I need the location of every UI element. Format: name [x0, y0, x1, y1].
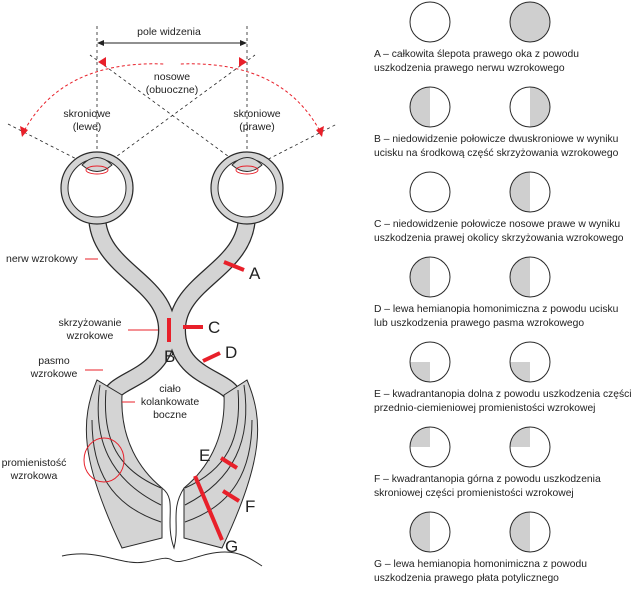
lesion-letter-a: A	[249, 264, 261, 283]
lesion-letter-f: F	[245, 497, 255, 516]
temporal-left-sub-label: (lewe)	[73, 121, 102, 133]
lesion-letter-c: C	[208, 318, 220, 337]
field-row-f: F – kwadrantanopia górna z powodu uszkod…	[374, 426, 601, 499]
tract-label: pasmo	[38, 355, 70, 367]
field-right-eye-g	[509, 511, 551, 553]
field-right-eye-b	[509, 86, 551, 128]
radiation-highlight	[83, 437, 125, 483]
eye-left	[60, 151, 134, 225]
arc-arrow-right-icon	[316, 126, 324, 137]
chiasm-sub-label: wzrokowe	[66, 330, 114, 342]
field-desc-line2-b: ucisku na środkową część skrzyżowania wz…	[374, 148, 619, 159]
lesion-letter-g: G	[225, 537, 238, 556]
lgn-label-2: kolankowate	[141, 396, 200, 408]
lesion-letter-d: D	[225, 343, 237, 362]
field-desc-line2-e: przednio-ciemieniowej promienistości wzr…	[374, 403, 595, 414]
optic-radiation-left	[85, 379, 163, 549]
field-desc-line1-a: A – całkowita ślepota prawego oka z powo…	[374, 49, 579, 60]
optic-pathway	[88, 206, 256, 409]
temporal-right-label: skroniowe	[233, 108, 280, 120]
field-row-d: D – lewa hemianopia homonimiczna z powod…	[374, 256, 619, 329]
arc-arrow-nasal-right-icon	[239, 57, 247, 67]
radiation-label: promienistość	[2, 457, 67, 469]
field-desc-line2-d: lub uszkodzenia prawego pasma wzrokowego	[374, 318, 584, 329]
lgn-label-3: boczne	[153, 409, 187, 421]
field-left-eye-e	[409, 341, 451, 383]
field-row-b: B – niedowidzenie połowicze dwuskroniowe…	[374, 86, 619, 159]
field-desc-line1-c: C – niedowidzenie połowicze nosowe prawe…	[374, 219, 620, 230]
tract-sub-label: wzrokowe	[30, 368, 78, 380]
nasal-sub-label: (obuoczne)	[146, 84, 199, 96]
field-desc-line1-e: E – kwadrantanopia dolna z powodu uszkod…	[374, 389, 632, 400]
arc-arrow-nasal-left-icon	[98, 57, 106, 67]
field-desc-line2-a: uszkodzenia prawego nerwu wzrokowego	[374, 63, 565, 74]
lesion-mark-e	[219, 456, 239, 470]
eye-right	[210, 151, 284, 225]
field-right-eye-f	[509, 426, 551, 468]
occipital-contour	[61, 551, 263, 567]
field-left-eye-b	[409, 86, 451, 128]
field-desc-line2-g: uszkodzenia prawego płata potylicznego	[374, 573, 559, 584]
field-row-a: A – całkowita ślepota prawego oka z powo…	[374, 1, 579, 74]
lesion-mark-a	[223, 260, 245, 272]
chiasm-label: skrzyżowanie	[58, 317, 121, 329]
lesion-letter-e: E	[199, 446, 210, 465]
field-right-eye-d	[509, 256, 551, 298]
radiation-sub-label: wzrokowa	[10, 470, 58, 482]
field-row-g: G – lewa hemianopia homonimiczna z powod…	[374, 511, 587, 584]
temporal-left-label: skroniowe	[63, 108, 110, 120]
visual-field-label: pole widzenia	[137, 26, 201, 38]
lesion-markers	[167, 260, 245, 541]
temporal-right-sub-label: (prawe)	[239, 121, 275, 133]
field-desc-line1-b: B – niedowidzenie połowicze dwuskroniowe…	[374, 134, 619, 145]
lgn-label: ciało	[159, 383, 181, 395]
optic-nerve-label: nerw wzrokowy	[6, 253, 79, 265]
field-desc-line2-f: skroniowej części promienistości wzrokow…	[374, 488, 574, 499]
visual-field-bracket	[96, 26, 248, 165]
lesion-mark-f	[221, 489, 241, 503]
field-left-eye-d	[409, 256, 451, 298]
lesion-letter-b: B	[164, 347, 175, 366]
field-arc	[21, 63, 323, 136]
occipital-fissure	[161, 487, 185, 550]
field-right-eye-a	[509, 1, 551, 43]
nasal-label: nosowe	[154, 71, 190, 83]
arc-arrow-left-icon	[20, 126, 28, 137]
field-right-eye-e	[509, 341, 551, 383]
field-desc-line1-g: G – lewa hemianopia homonimiczna z powod…	[374, 559, 587, 570]
field-right-eye-c	[509, 171, 551, 213]
lesion-mark-d	[202, 351, 221, 363]
field-row-e: E – kwadrantanopia dolna z powodu uszkod…	[374, 341, 632, 414]
field-left-eye-f	[409, 426, 451, 468]
field-left-eye-c	[409, 171, 451, 213]
field-left-eye-g	[409, 511, 451, 553]
field-desc-line1-d: D – lewa hemianopia homonimiczna z powod…	[374, 304, 619, 315]
field-left-eye-a	[409, 1, 451, 43]
field-desc-line2-c: uszkodzenia prawej okolicy skrzyżowania …	[374, 233, 624, 244]
field-desc-line1-f: F – kwadrantanopia górna z powodu uszkod…	[374, 474, 601, 485]
optic-radiation-right	[183, 379, 259, 549]
visual-field-defects: A – całkowita ślepota prawego oka z powo…	[374, 1, 632, 584]
lesion-mark-g	[193, 475, 224, 541]
field-row-c: C – niedowidzenie połowicze nosowe prawe…	[374, 171, 624, 244]
